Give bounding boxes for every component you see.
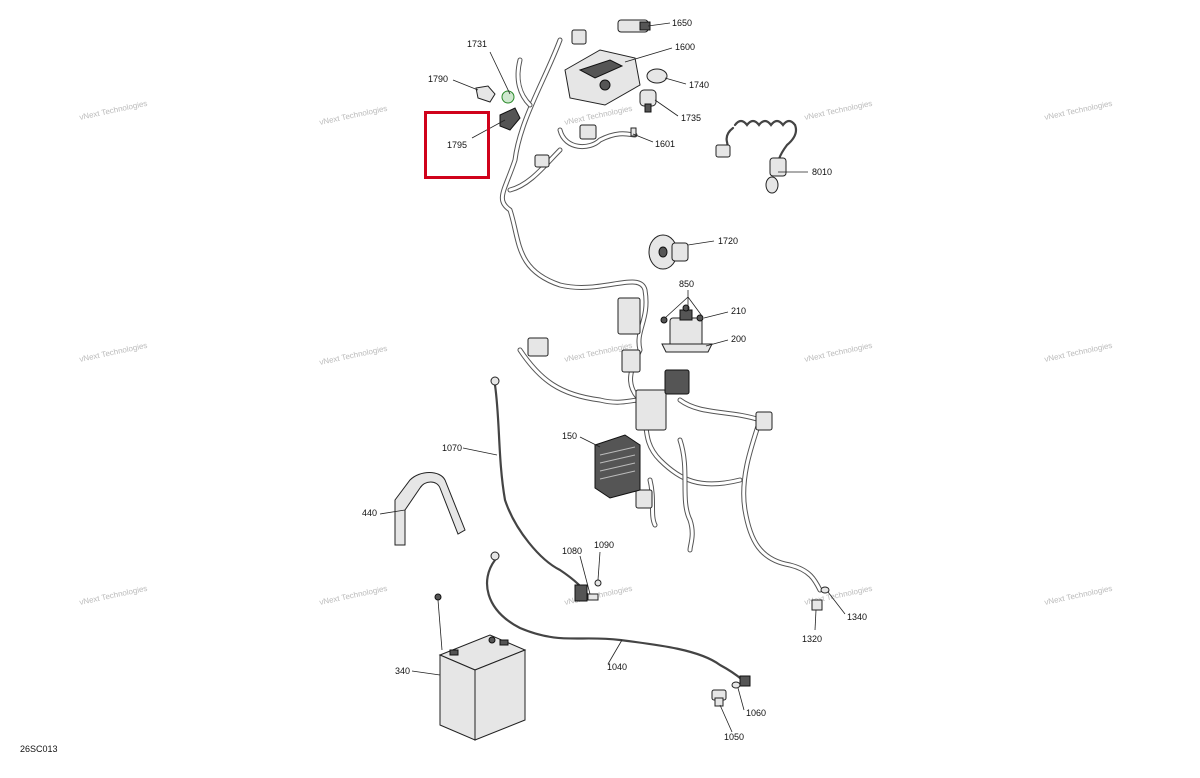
watermark: vNext Technologies (1044, 584, 1114, 607)
sensor-1795 (499, 107, 521, 131)
cap-1740 (646, 68, 668, 84)
screw-1601 (630, 127, 637, 137)
watermark: vNext Technologies (79, 99, 149, 122)
label-440: 440 (362, 508, 377, 518)
label-850: 850 (679, 279, 694, 289)
label-1320: 1320 (802, 634, 822, 644)
bolt-1050 (711, 689, 727, 707)
clip-1731 (501, 90, 515, 104)
watermark-grid: vNext Technologies vNext Technologies vN… (79, 99, 1114, 607)
relay (664, 369, 690, 395)
watermark: vNext Technologies (564, 104, 634, 127)
label-1790: 1790 (428, 74, 448, 84)
label-1600: 1600 (675, 42, 695, 52)
label-1740: 1740 (689, 80, 709, 90)
watermark: vNext Technologies (319, 104, 389, 127)
figure-code: 26SC013 (20, 744, 58, 754)
cable-1070 (490, 376, 592, 602)
control-module-1600 (564, 49, 641, 106)
leader-lines (379, 22, 846, 733)
watermark: vNext Technologies (804, 341, 874, 364)
watermark: vNext Technologies (1044, 99, 1114, 122)
label-150: 150 (562, 431, 577, 441)
washer-1340 (820, 586, 830, 594)
label-1731: 1731 (467, 39, 487, 49)
label-200: 200 (731, 334, 746, 344)
watermark: vNext Technologies (319, 584, 389, 607)
highlight-box-1795 (424, 111, 490, 179)
wiring-harness (499, 29, 823, 593)
lanyard-8010 (715, 119, 798, 194)
label-1735: 1735 (681, 113, 701, 123)
regulator-150 (594, 434, 641, 499)
watermark: vNext Technologies (79, 584, 149, 607)
bolt-1320 (811, 599, 823, 611)
bracket-1790 (475, 85, 496, 103)
label-1650: 1650 (672, 18, 692, 28)
label-1040: 1040 (607, 662, 627, 672)
label-1720: 1720 (718, 236, 738, 246)
cable-1040 (486, 551, 751, 687)
strap-440 (394, 472, 466, 546)
label-1340: 1340 (847, 612, 867, 622)
watermark: vNext Technologies (804, 99, 874, 122)
relay-block (635, 389, 667, 431)
sensor-1735 (639, 89, 657, 113)
label-8010: 8010 (812, 167, 832, 177)
label-1070: 1070 (442, 443, 462, 453)
label-1080: 1080 (562, 546, 582, 556)
label-1050: 1050 (724, 732, 744, 742)
label-1060: 1060 (746, 708, 766, 718)
battery-340 (434, 593, 527, 741)
watermark: vNext Technologies (79, 341, 149, 364)
solenoid-200 (660, 304, 713, 353)
watermark: vNext Technologies (319, 344, 389, 367)
part-labels: 1650 1600 1731 1790 1740 1735 1795 1601 … (362, 18, 867, 742)
label-340: 340 (395, 666, 410, 676)
nut-1090 (594, 579, 602, 587)
label-210: 210 (731, 306, 746, 316)
label-1601: 1601 (655, 139, 675, 149)
label-1090: 1090 (594, 540, 614, 550)
grommet-1720 (648, 234, 689, 270)
connector-1650 (617, 19, 651, 33)
label-1795: 1795 (447, 140, 467, 150)
washer-1060 (731, 681, 741, 689)
bolt-1080 (587, 593, 599, 601)
watermark: vNext Technologies (1044, 341, 1114, 364)
